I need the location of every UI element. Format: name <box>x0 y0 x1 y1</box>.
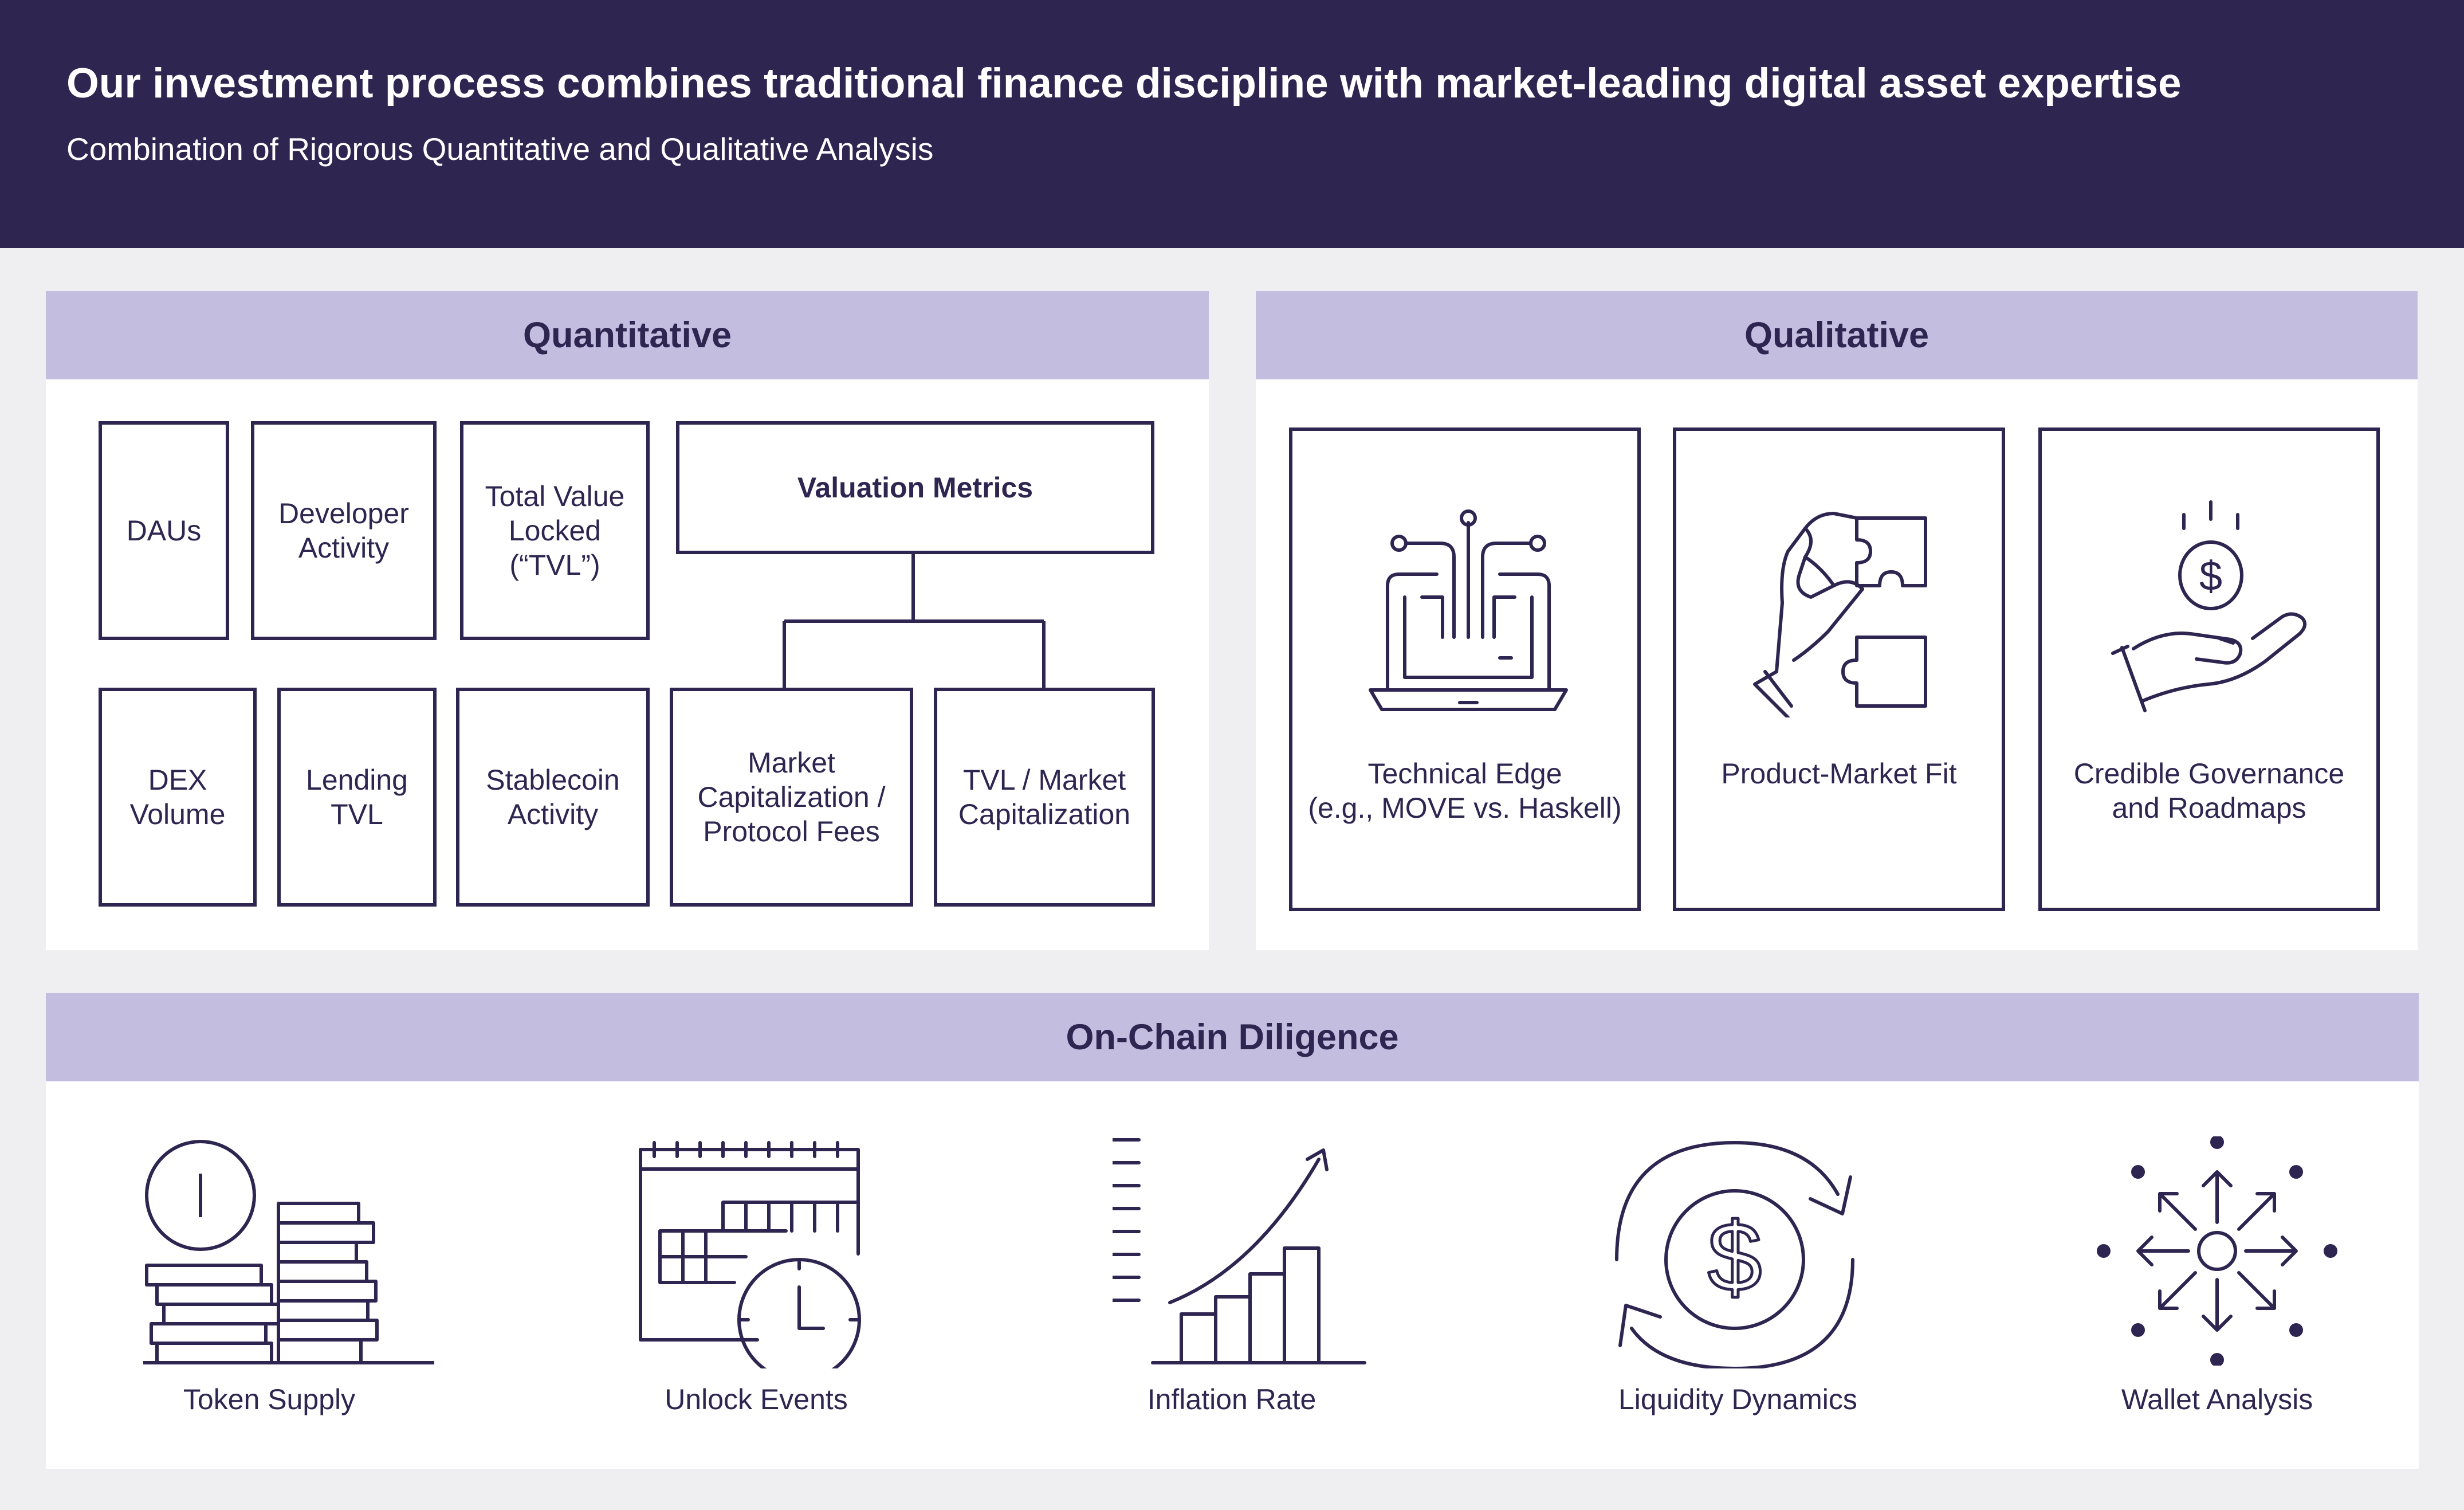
wallet-analysis-label: Wallet Analysis <box>2121 1383 2313 1415</box>
svg-text:$: $ <box>1708 1203 1762 1312</box>
quantitative-panel: Quantitative DAUs Developer Activity Tot… <box>46 291 1209 950</box>
unlock-events-label: Unlock Events <box>665 1383 848 1415</box>
dollar-cycle-icon: $ <box>1615 1141 1854 1368</box>
quantitative-heading: Quantitative <box>46 291 1209 379</box>
page-title: Our investment process combines traditio… <box>66 60 2182 107</box>
developer-activity-box: Developer Activity <box>251 421 437 640</box>
tvl-market-cap-box: TVL / Market Capitalization <box>934 688 1155 907</box>
onchain-heading: On-Chain Diligence <box>46 993 2419 1081</box>
stablecoin-activity-box: Stablecoin Activity <box>456 688 650 907</box>
page-subtitle: Combination of Rigorous Quantitative and… <box>66 131 934 167</box>
product-market-fit-card: Product-Market Fit <box>1673 427 2005 911</box>
inflation-rate-label: Inflation Rate <box>1147 1383 1317 1415</box>
governance-card: $ Credible Governance and Roadmaps <box>2038 427 2380 911</box>
token-supply-label: Token Supply <box>183 1383 356 1415</box>
hand-coin-icon: $ <box>2111 500 2307 712</box>
dau-box: DAUs <box>99 421 229 640</box>
technical-edge-card: Technical Edge (e.g., MOVE vs. Haskell) <box>1289 427 1641 911</box>
dex-volume-box: DEX Volume <box>99 688 257 907</box>
lending-tvl-box: Lending TVL <box>277 688 437 907</box>
coin-stack-icon <box>143 1140 434 1364</box>
product-market-fit-label: Product-Market Fit <box>1721 758 1957 790</box>
tvl-box: Total Value Locked (“TVL”) <box>460 421 650 640</box>
laptop-circuit-icon <box>1369 509 1568 711</box>
header-banner: Our investment process combines traditio… <box>0 0 2464 248</box>
technical-edge-label: Technical Edge (e.g., MOVE vs. Haskell) <box>1308 758 1622 824</box>
valuation-metrics-box: Valuation Metrics <box>676 421 1154 554</box>
hand-puzzle-icon <box>1753 512 1927 717</box>
svg-text:$: $ <box>2199 554 2222 599</box>
qualitative-panel: Qualitative Technical Edge (e.g., MOVE <box>1256 291 2418 950</box>
qualitative-heading: Qualitative <box>1256 291 2418 379</box>
market-cap-fees-box: Market Capitalization / Protocol Fees <box>670 688 913 907</box>
growth-chart-icon <box>1113 1138 1366 1364</box>
onchain-panel: On-Chain Diligence Token Supply <box>46 993 2419 1469</box>
wallet-network-icon <box>2097 1136 2337 1366</box>
liquidity-dynamics-label: Liquidity Dynamics <box>1618 1383 1857 1415</box>
governance-label: Credible Governance and Roadmaps <box>2073 758 2345 824</box>
valuation-connector <box>783 554 1046 690</box>
calendar-clock-icon <box>639 1141 861 1368</box>
